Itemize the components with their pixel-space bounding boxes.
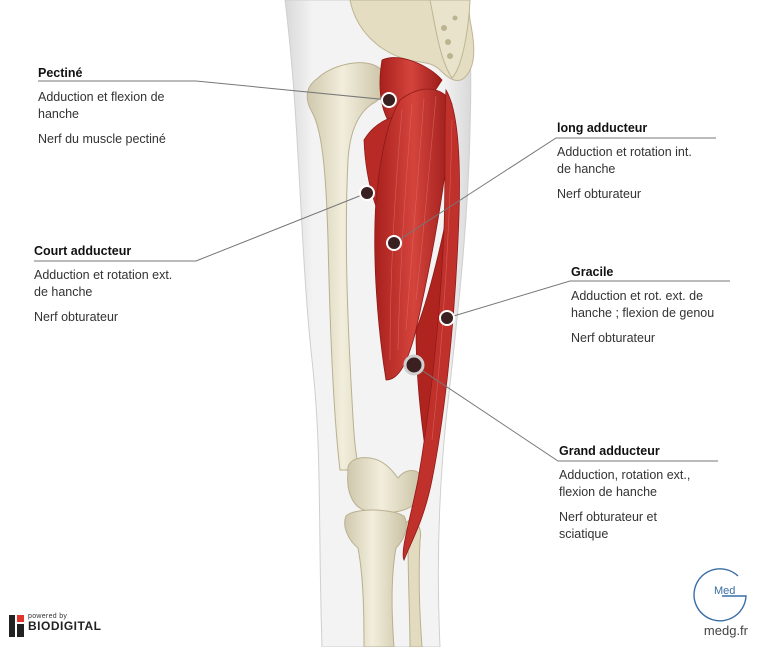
leader-gracile [446,280,730,319]
label-nerve: Nerf obturateur [34,310,119,324]
label-title: Gracile [571,265,614,279]
label-function: Adduction et rotation ext. [34,268,173,282]
leader-pectine [38,80,390,101]
label-long-adducteur: long adducteur Adduction et rotation int… [557,121,727,203]
marker-gracile[interactable] [439,310,455,326]
marker-long-adducteur[interactable] [386,235,402,251]
biodigital-brand: powered by BIODIGITAL [9,613,102,637]
leader-lines [34,80,730,462]
label-function: de hanche [557,162,616,176]
label-function: Adduction, rotation ext., [559,468,691,482]
label-gracile: Gracile Adduction et rot. ext. de hanche… [571,265,741,347]
marker-grand-adducteur[interactable] [403,354,425,376]
marker-pectine[interactable] [381,92,397,108]
leader-grand-adducteur [413,364,718,462]
label-function: hanche [38,107,80,121]
marker-court-adducteur[interactable] [359,185,375,201]
label-nerve: Nerf obturateur [557,187,642,201]
medg-logo-text: Med [714,585,735,597]
label-nerve: sciatique [559,527,609,541]
label-pectine: Pectiné Adduction et flexion de hanche N… [38,66,198,148]
label-function: Adduction et rotation int. [557,145,692,159]
biodigital-wordmark: BIODIGITAL [28,619,102,633]
powered-by-text: powered by [28,613,68,620]
label-grand-adducteur: Grand adducteur Adduction, rotation ext.… [559,444,729,543]
sacrum-bone [429,0,471,79]
site-url[interactable]: medg.fr [703,623,748,638]
label-court-adducteur: Court adducteur Adduction et rotation ex… [34,244,204,326]
tibia-bone [344,509,407,647]
leader-long-adducteur [393,137,716,244]
medg-logo-ring [693,568,747,622]
muscle-fibers [389,95,453,441]
label-function: de hanche [34,285,93,299]
leader-court-adducteur [34,192,368,262]
label-title: Court adducteur [34,244,132,258]
label-title: Grand adducteur [559,444,660,458]
medg-logo: Med [693,568,747,622]
label-nerve: Nerf obturateur et [559,510,657,524]
label-nerve: Nerf obturateur [571,331,656,345]
gracile-muscle [402,88,460,561]
biodigital-logo-icon [9,615,24,637]
label-function: flexion de hanche [559,485,657,499]
label-title: long adducteur [557,121,648,135]
label-function: Adduction et rot. ext. de [571,289,704,303]
label-function: hanche ; flexion de genou [571,306,715,320]
label-function: Adduction et flexion de [38,90,165,104]
label-title: Pectiné [38,66,83,80]
label-nerve: Nerf du muscle pectiné [38,132,166,146]
markers [359,92,455,376]
